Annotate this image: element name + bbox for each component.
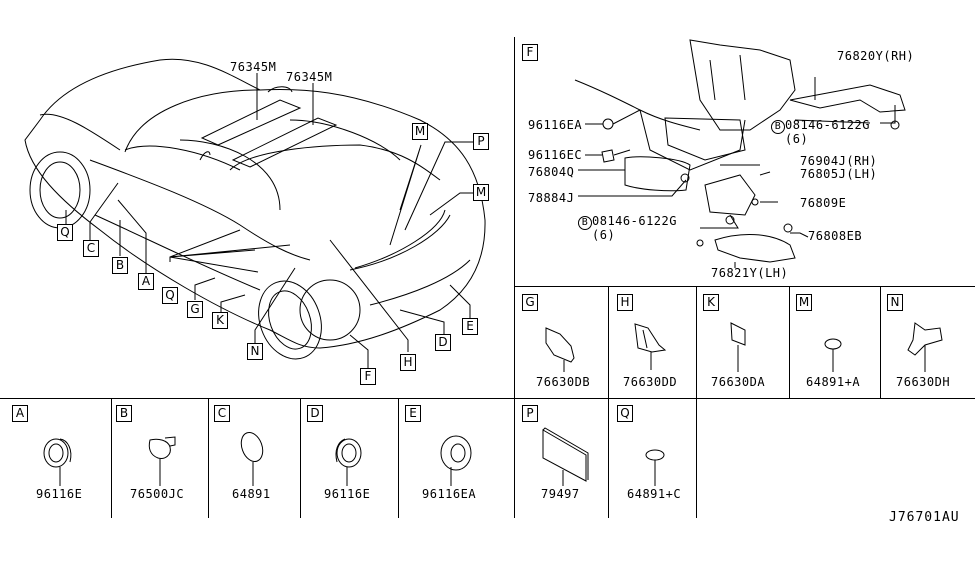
- cell-key: E: [405, 405, 421, 422]
- cell-part-number: 96116E: [36, 487, 83, 501]
- cell-key: H: [617, 294, 633, 311]
- divider-right-horizontal: [514, 286, 975, 287]
- part-label: 96116EC: [528, 148, 583, 162]
- cell-part-number: 64891+A: [806, 375, 861, 389]
- ref-box-p[interactable]: P: [473, 133, 489, 150]
- ref-box-b[interactable]: B: [112, 257, 128, 274]
- ref-box-m[interactable]: M: [412, 123, 428, 140]
- cell-key: G: [522, 294, 538, 311]
- bolt-mark-b: B: [771, 120, 785, 134]
- cell-part-number: 64891: [232, 487, 271, 501]
- part-label: 76809E: [800, 196, 847, 210]
- bolt-qty: (6): [592, 228, 616, 242]
- divider: [208, 398, 209, 518]
- ref-box-e[interactable]: E: [462, 318, 478, 335]
- part-label: 76820Y(RH): [837, 49, 915, 63]
- ref-box-k[interactable]: K: [212, 312, 228, 329]
- cell-part-number: 76630DA: [711, 375, 766, 389]
- ref-box-n[interactable]: N: [247, 343, 263, 360]
- divider-bottom-horizontal: [0, 398, 975, 399]
- divider: [111, 398, 112, 518]
- part-label: 76904J(RH): [800, 154, 878, 168]
- ref-box-m[interactable]: M: [473, 184, 489, 201]
- divider: [608, 286, 609, 518]
- cell-part-number: 79497: [541, 487, 580, 501]
- bolt-part-number: 08146-6122G: [785, 118, 870, 132]
- cell-key: B: [116, 405, 132, 422]
- bolt-part-number: 08146-6122G: [592, 214, 677, 228]
- ref-box-a[interactable]: A: [138, 273, 154, 290]
- ref-box-g[interactable]: G: [187, 301, 203, 318]
- cell-part-number: 76630DD: [623, 375, 678, 389]
- part-label: 76821Y(LH): [711, 266, 789, 280]
- divider: [398, 398, 399, 518]
- bolt-qty: (6): [785, 132, 809, 146]
- divider: [880, 286, 881, 398]
- detail-f-illustration: [574, 39, 906, 268]
- part-callout: 76345M: [286, 70, 333, 84]
- divider: [300, 398, 301, 518]
- cell-part-number: 96116EA: [422, 487, 477, 501]
- ref-box-q[interactable]: Q: [162, 287, 178, 304]
- car-illustration: [24, 58, 486, 360]
- cell-part-number: 64891+C: [627, 487, 682, 501]
- cell-art: [43, 322, 943, 486]
- divider: [696, 286, 697, 518]
- cell-key: Q: [617, 405, 633, 422]
- cell-part-number: 96116E: [324, 487, 371, 501]
- ref-box-f[interactable]: F: [360, 368, 376, 385]
- cell-key: N: [887, 294, 903, 311]
- bolt-mark-b: B: [578, 216, 592, 230]
- cell-part-number: 76500JC: [130, 487, 185, 501]
- ref-box-c[interactable]: C: [83, 240, 99, 257]
- diagram-code: J76701AU: [889, 510, 960, 525]
- part-label: 78884J: [528, 191, 575, 205]
- cell-key: M: [796, 294, 812, 311]
- cell-key: A: [12, 405, 28, 422]
- cell-key: K: [703, 294, 719, 311]
- cell-part-number: 76630DB: [536, 375, 591, 389]
- part-label: 76805J(LH): [800, 167, 878, 181]
- part-label: 76804Q: [528, 165, 575, 179]
- ref-box-q[interactable]: Q: [57, 224, 73, 241]
- divider: [789, 286, 790, 398]
- cell-key: C: [214, 405, 230, 422]
- detail-key-f: F: [522, 44, 538, 61]
- part-label: 76808EB: [808, 229, 863, 243]
- ref-box-d[interactable]: D: [435, 334, 451, 351]
- cell-part-number: 76630DH: [896, 375, 951, 389]
- part-callout: 76345M: [230, 60, 277, 74]
- ref-box-h[interactable]: H: [400, 354, 416, 371]
- cell-key: D: [307, 405, 323, 422]
- part-label: 96116EA: [528, 118, 583, 132]
- cell-key: P: [522, 405, 538, 422]
- divider-main-vertical: [514, 37, 515, 518]
